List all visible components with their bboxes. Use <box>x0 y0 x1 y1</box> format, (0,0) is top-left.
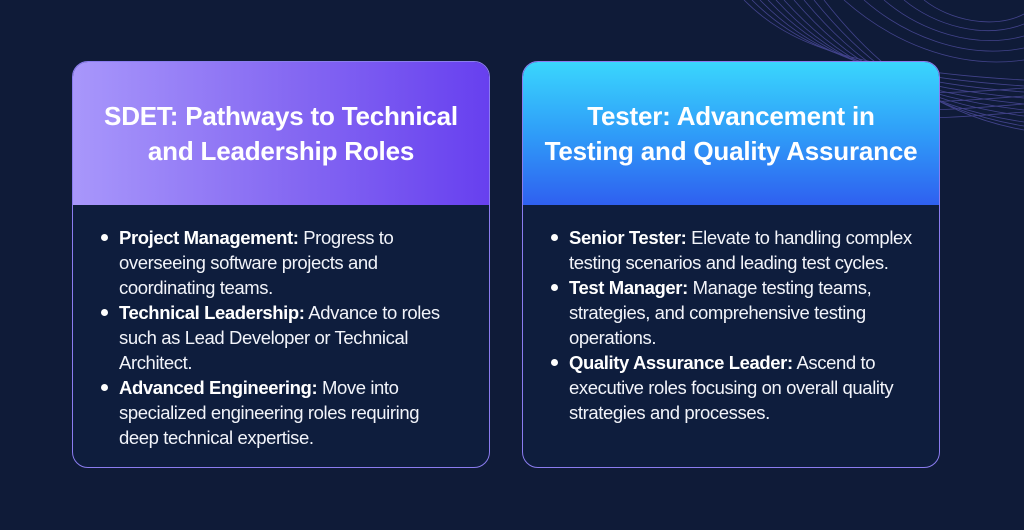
item-text: Progress to overseeing software projects… <box>119 227 394 298</box>
tester-card-header: Tester: Advancement in Testing and Quali… <box>523 62 939 205</box>
item-heading: Advanced Engineering: <box>119 377 318 398</box>
item-text: Ascend to executive roles focusing on ov… <box>569 352 894 423</box>
item-text: Move into specialized engineering roles … <box>119 377 420 448</box>
bullet-icon <box>101 234 108 241</box>
list-item: Advanced Engineering: Move into speciali… <box>99 375 463 450</box>
bullet-icon <box>101 384 108 391</box>
list-item: Project Management: Progress to overseei… <box>99 225 463 300</box>
item-text: Elevate to handling complex testing scen… <box>569 227 912 273</box>
tester-card-body: Senior Tester: Elevate to handling compl… <box>523 205 939 425</box>
sdet-card-body: Project Management: Progress to overseei… <box>73 205 489 450</box>
sdet-card: SDET: Pathways to Technical and Leadersh… <box>72 61 490 468</box>
tester-advancement-list: Senior Tester: Elevate to handling compl… <box>549 225 913 425</box>
item-heading: Project Management: <box>119 227 299 248</box>
sdet-pathway-list: Project Management: Progress to overseei… <box>99 225 463 450</box>
list-item: Quality Assurance Leader: Ascend to exec… <box>549 350 913 425</box>
list-item: Senior Tester: Elevate to handling compl… <box>549 225 913 275</box>
item-heading: Technical Leadership: <box>119 302 305 323</box>
list-item: Test Manager: Manage testing teams, stra… <box>549 275 913 350</box>
item-heading: Quality Assurance Leader: <box>569 352 793 373</box>
bullet-icon <box>551 284 558 291</box>
item-text: Manage testing teams, strategies, and co… <box>569 277 872 348</box>
sdet-card-title: SDET: Pathways to Technical and Leadersh… <box>104 100 458 166</box>
item-heading: Senior Tester: <box>569 227 687 248</box>
tester-card: Tester: Advancement in Testing and Quali… <box>522 61 940 468</box>
bullet-icon <box>551 359 558 366</box>
bullet-icon <box>551 234 558 241</box>
item-heading: Test Manager: <box>569 277 688 298</box>
tester-card-title: Tester: Advancement in Testing and Quali… <box>544 100 918 166</box>
bullet-icon <box>101 309 108 316</box>
sdet-card-header: SDET: Pathways to Technical and Leadersh… <box>73 62 489 205</box>
list-item: Technical Leadership: Advance to roles s… <box>99 300 463 375</box>
item-text: Advance to roles such as Lead Developer … <box>119 302 440 373</box>
